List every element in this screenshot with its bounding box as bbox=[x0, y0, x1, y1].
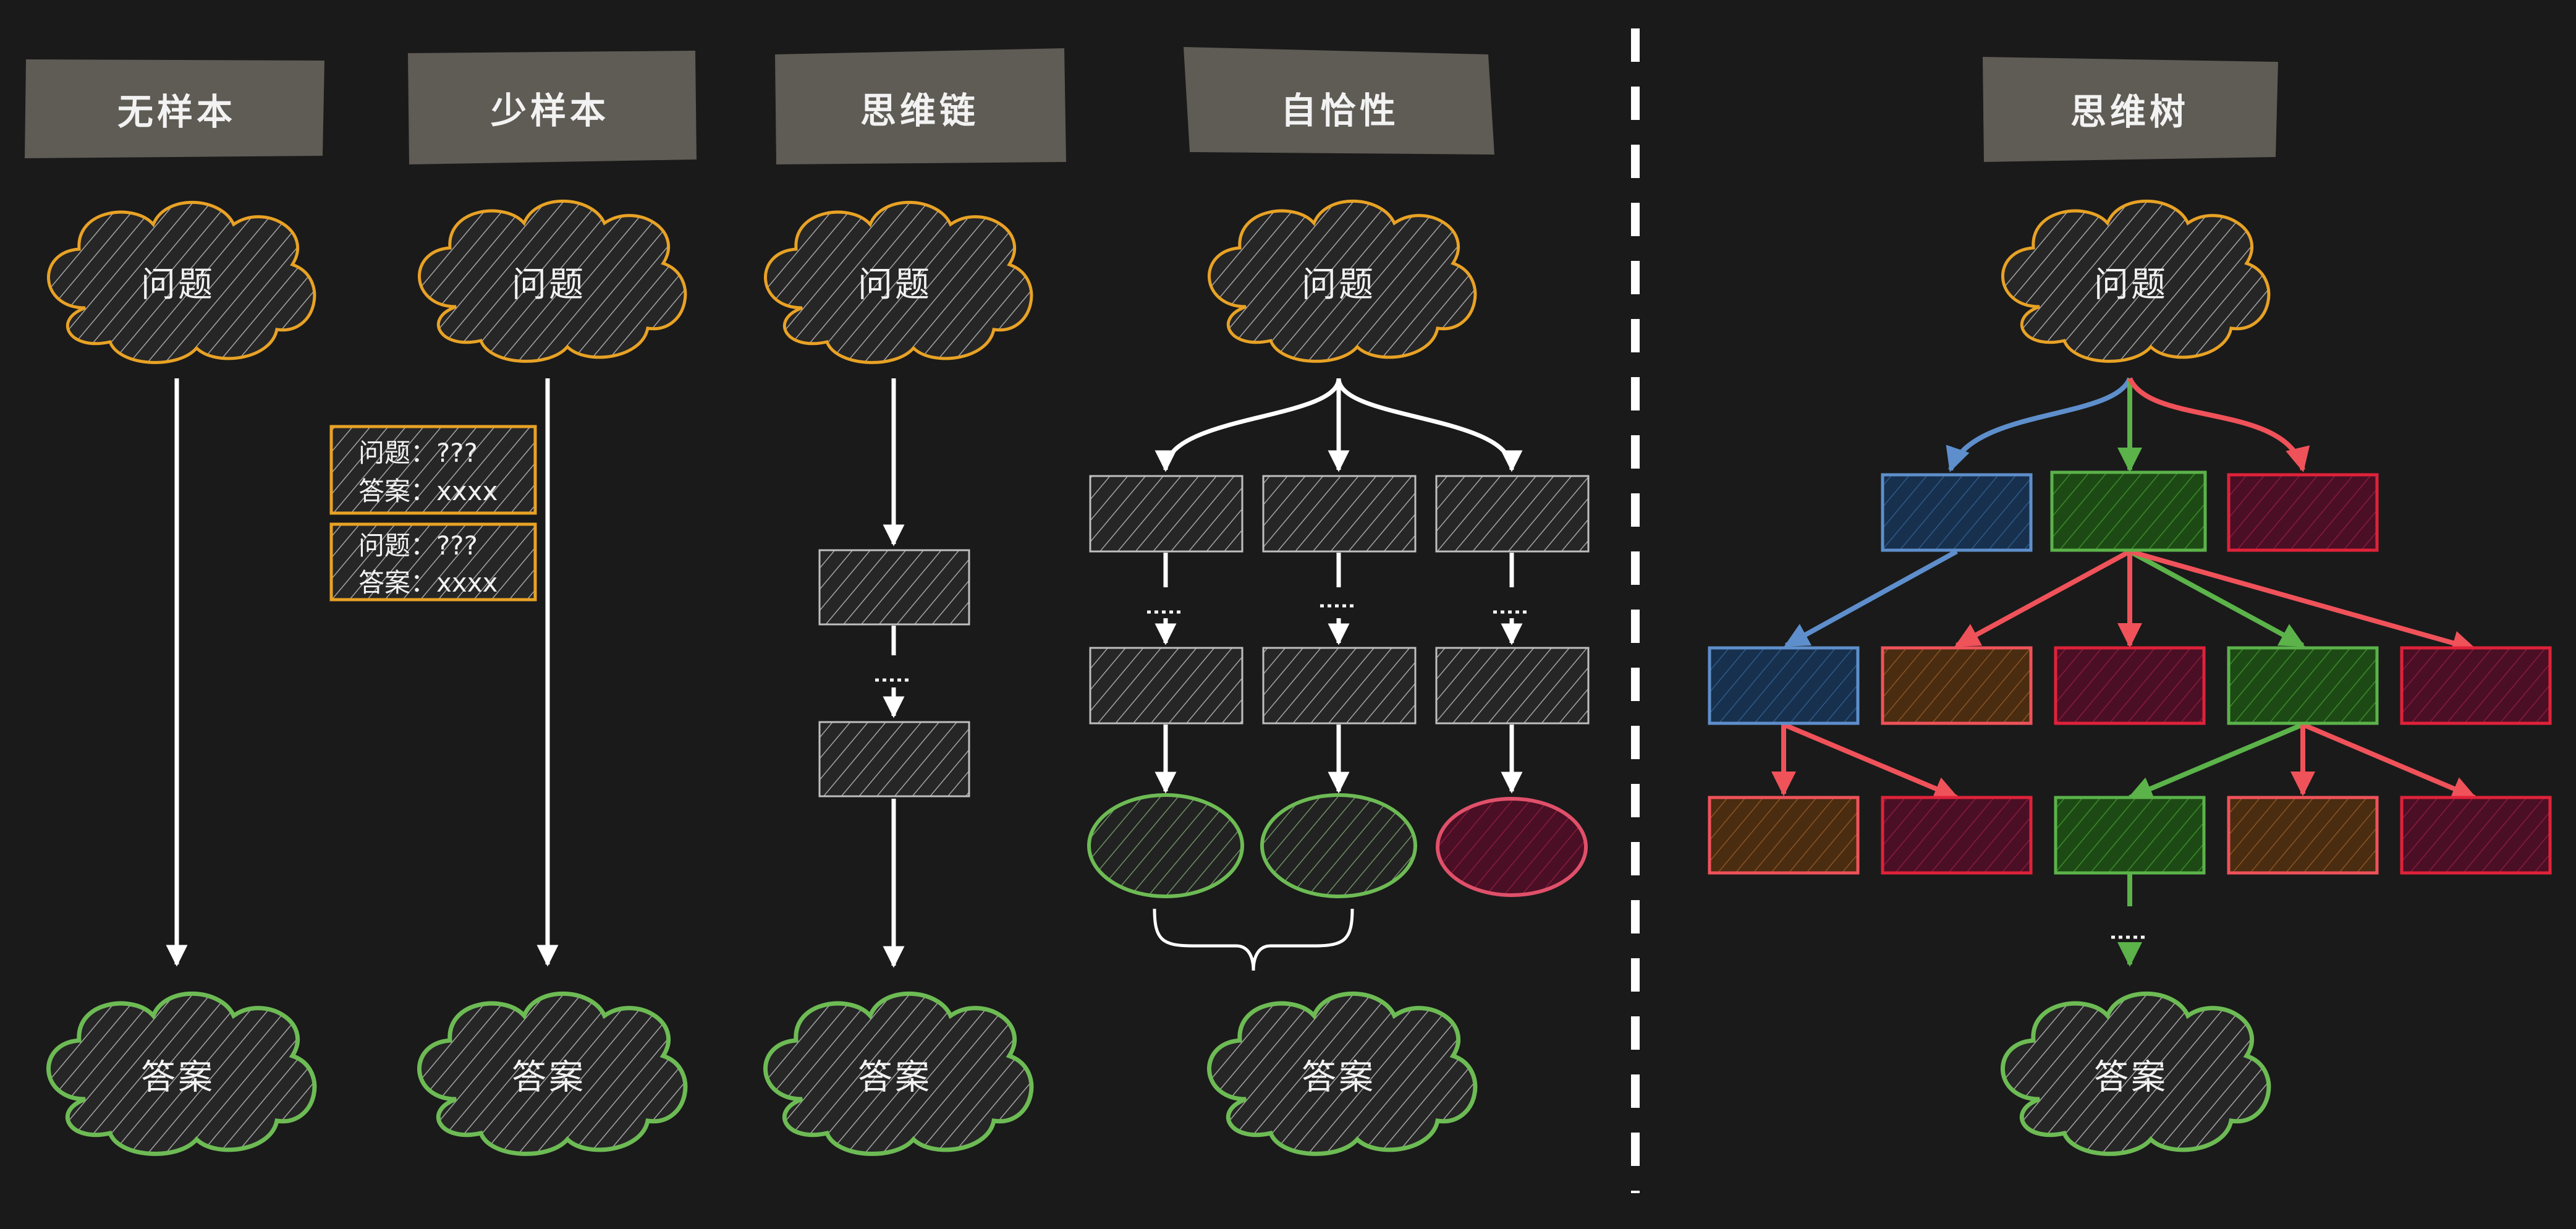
tot-edges bbox=[1771, 377, 2477, 967]
answer-label: 答案 bbox=[2094, 1057, 2168, 1098]
sc-result-consistent-2 bbox=[1260, 793, 1417, 898]
header-label-zero-shot: 无样本 bbox=[117, 91, 237, 133]
header-tree-of-thought bbox=[1983, 57, 2278, 162]
header-label-tree-of-thought: 思维树 bbox=[2070, 91, 2190, 133]
example-box-1 bbox=[329, 425, 537, 515]
header-zero-shot bbox=[25, 59, 324, 158]
example-1-answer: 答案：xxxx bbox=[358, 476, 498, 506]
header-label-chain-of-thought: 思维链 bbox=[860, 90, 980, 132]
header-few-shot bbox=[408, 51, 697, 164]
sc-result-outlier bbox=[1436, 797, 1588, 897]
example-1-question: 问题：??? bbox=[358, 438, 478, 468]
cot-chain bbox=[875, 378, 912, 968]
tot-nodes-level-1 bbox=[1881, 470, 2379, 552]
tot-nodes-level-3 bbox=[1708, 796, 2552, 875]
sc-result-consistent-1 bbox=[1087, 793, 1244, 898]
header-label-few-shot: 少样本 bbox=[490, 90, 610, 132]
example-2-answer: 答案：xxxx bbox=[358, 568, 498, 598]
answer-label: 答案 bbox=[512, 1057, 586, 1098]
header-self-consistency bbox=[1184, 47, 1494, 155]
sc-branch-arrows bbox=[1155, 378, 1523, 472]
example-2-question: 问题：??? bbox=[358, 530, 478, 561]
question-cloud bbox=[48, 201, 2268, 362]
question-label: 问题 bbox=[141, 265, 215, 305]
sc-vote-brace bbox=[1153, 908, 1354, 971]
question-label: 问题 bbox=[858, 265, 932, 305]
sc-steps bbox=[1089, 475, 1590, 725]
cot-step-2 bbox=[818, 721, 970, 797]
answer-label: 答案 bbox=[141, 1057, 215, 1098]
question-label: 问题 bbox=[512, 265, 586, 305]
header-label-self-consistency: 自恰性 bbox=[1280, 90, 1400, 132]
sc-path-arrows bbox=[1147, 553, 1530, 794]
answer-label: 答案 bbox=[1302, 1057, 1376, 1098]
example-box-2 bbox=[329, 522, 537, 602]
header-chain-of-thought bbox=[775, 48, 1066, 164]
question-label: 问题 bbox=[1302, 265, 1376, 305]
question-label: 问题 bbox=[2094, 265, 2168, 305]
answer-cloud bbox=[48, 993, 2268, 1154]
tot-nodes-level-2 bbox=[1708, 646, 2552, 725]
cot-step-1 bbox=[818, 549, 970, 626]
answer-label: 答案 bbox=[858, 1057, 932, 1098]
